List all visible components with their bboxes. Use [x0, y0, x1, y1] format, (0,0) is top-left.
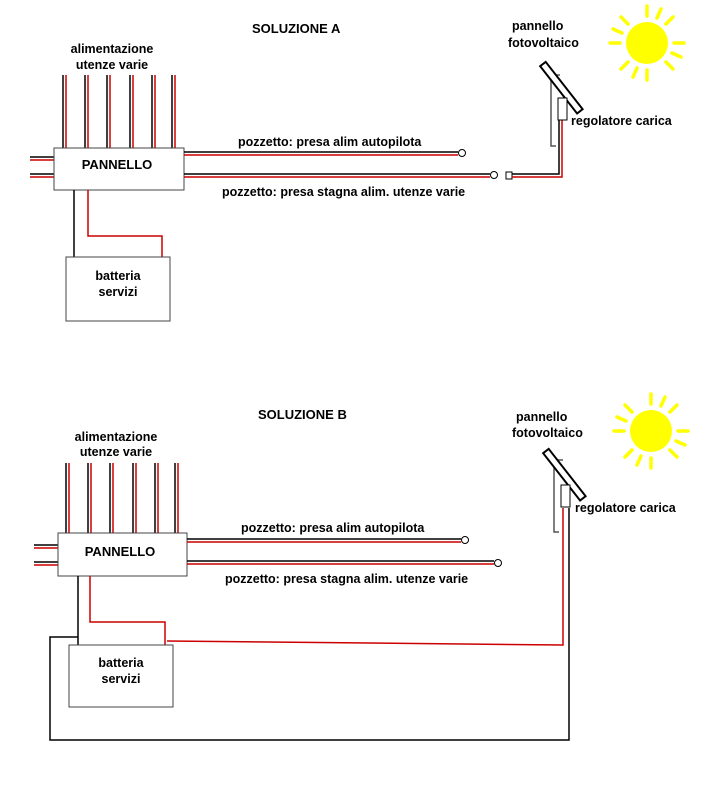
- solution-a-outlet-waterproof-label: pozzetto: presa stagna alim. utenze vari…: [222, 185, 465, 199]
- solution-a-pv-panel: [538, 60, 585, 115]
- solution-a-battery: [65, 256, 171, 322]
- solution-b-panel-label: PANNELLO: [85, 544, 156, 559]
- solution-b-sun-icon: [612, 392, 690, 470]
- solution-b-outlet-autopilot-label: pozzetto: presa alim autopilota: [241, 521, 425, 535]
- solution-b-regulator: [560, 484, 571, 508]
- solution-a-supply-label-line1: alimentazione: [71, 42, 154, 56]
- solution-a-plug: [505, 171, 513, 180]
- solution-b-supply-label-line2: utenze varie: [80, 445, 152, 459]
- solution-b-supply-label-line1: alimentazione: [75, 430, 158, 444]
- solution-a-battery-label-line1: batteria: [95, 269, 141, 283]
- solution-b-waterproof-socket: [494, 559, 502, 567]
- solution-b-regulator-label: regolatore carica: [575, 501, 677, 515]
- solution-a-title: SOLUZIONE A: [252, 21, 341, 36]
- solution-a-sun-icon: [608, 4, 686, 82]
- solution-b-pv-label-line2: fotovoltaico: [512, 426, 583, 440]
- solution-b-autopilot-socket: [461, 536, 469, 544]
- solution-b: SOLUZIONE B alimentazione utenze varie P…: [34, 392, 690, 741]
- solution-b-panel: [57, 532, 188, 577]
- solution-b-pv-panel: [541, 447, 588, 502]
- solution-a-waterproof-socket: [490, 171, 498, 179]
- solution-b-battery-label-line2: servizi: [102, 672, 141, 686]
- solution-a-supply-wires: [62, 75, 176, 148]
- solution-a: SOLUZIONE A alimentazione utenze varie P…: [30, 4, 686, 322]
- solution-a-pv-label-line1: pannello: [512, 19, 564, 33]
- solution-a-outlet-autopilot-label: pozzetto: presa alim autopilota: [238, 135, 422, 149]
- solution-a-pv-label-line2: fotovoltaico: [508, 36, 579, 50]
- solution-b-outlet-waterproof-label: pozzetto: presa stagna alim. utenze vari…: [225, 572, 468, 586]
- solution-b-title: SOLUZIONE B: [258, 407, 347, 422]
- solution-b-pv-label-line1: pannello: [516, 410, 568, 424]
- solution-a-autopilot-socket: [458, 149, 466, 157]
- solution-a-panel-label: PANNELLO: [82, 157, 153, 172]
- solution-b-battery-label-line1: batteria: [98, 656, 144, 670]
- solution-a-regulator-label: regolatore carica: [571, 114, 673, 128]
- solution-b-battery: [68, 644, 174, 708]
- solution-b-supply-wires: [65, 463, 179, 533]
- solution-a-battery-label-line2: servizi: [99, 285, 138, 299]
- solution-a-regulator: [557, 97, 568, 121]
- solution-a-panel: [53, 147, 185, 191]
- solution-a-supply-label-line2: utenze varie: [76, 58, 148, 72]
